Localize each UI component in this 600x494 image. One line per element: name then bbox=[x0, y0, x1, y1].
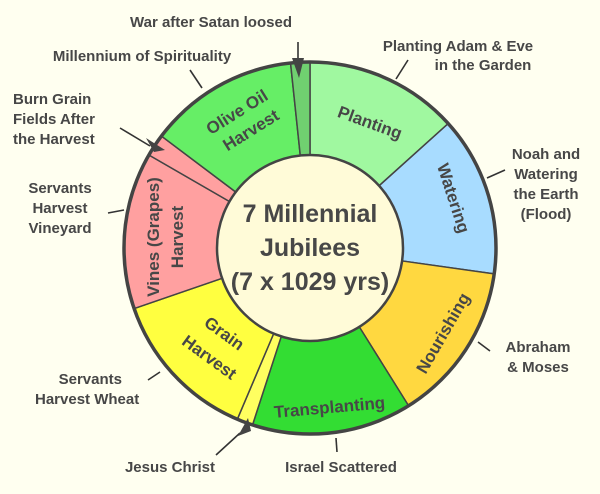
callout-noah-4: (Flood) bbox=[521, 206, 572, 223]
callout-israel: Israel Scattered bbox=[285, 459, 397, 476]
callout-servants-vineyard-3: Vineyard bbox=[28, 220, 91, 237]
jesus-leader-line bbox=[215, 432, 241, 456]
segment-label-vines: Vines (Grapes) bbox=[144, 177, 163, 297]
millennium-leader-line bbox=[189, 69, 203, 89]
burn-leader-line bbox=[119, 127, 151, 147]
callout-abraham-2: & Moses bbox=[507, 359, 569, 376]
servants-vineyard-leader-line bbox=[107, 209, 125, 214]
war-arrow-icon bbox=[292, 58, 304, 78]
callout-servants-vineyard-1: Servants bbox=[28, 180, 91, 197]
callout-burn-2: Fields After bbox=[13, 111, 95, 128]
center-title-line2: Jubilees bbox=[260, 234, 360, 262]
center-circle bbox=[215, 153, 405, 343]
callout-planting-2: in the Garden bbox=[435, 57, 532, 74]
planting-leader-line bbox=[395, 59, 409, 80]
callout-servants-vineyard-2: Harvest bbox=[32, 200, 87, 217]
callout-noah-3: the Earth bbox=[513, 186, 578, 203]
outer-ring bbox=[122, 60, 498, 436]
callout-abraham-1: Abraham bbox=[505, 339, 570, 356]
callout-noah-2: Watering bbox=[514, 166, 578, 183]
callout-jesus: Jesus Christ bbox=[125, 459, 215, 476]
callout-millennium: Millennium of Spirituality bbox=[53, 48, 232, 65]
center-title-line1: 7 Millennial bbox=[243, 200, 378, 228]
jesus-arrow-icon bbox=[238, 418, 251, 436]
abraham-leader-line bbox=[477, 341, 491, 352]
callout-servants-wheat-1: Servants bbox=[59, 371, 122, 388]
burn-arrow-icon bbox=[146, 138, 165, 152]
callout-burn-3: the Harvest bbox=[13, 131, 95, 148]
callout-noah-1: Noah and bbox=[512, 146, 580, 163]
israel-leader-line bbox=[335, 437, 338, 453]
callout-servants-wheat-2: Harvest Wheat bbox=[35, 391, 139, 408]
center-title-line3: (7 x 1029 yrs) bbox=[231, 268, 389, 296]
noah-leader-line bbox=[486, 169, 506, 179]
callout-planting-1: Planting Adam & Eve bbox=[383, 38, 533, 55]
callout-war: War after Satan loosed bbox=[130, 14, 292, 31]
segment-label-vines-harvest: Harvest bbox=[168, 205, 187, 268]
callout-burn-1: Burn Grain bbox=[13, 91, 91, 108]
servants-wheat-leader-line bbox=[147, 371, 161, 381]
